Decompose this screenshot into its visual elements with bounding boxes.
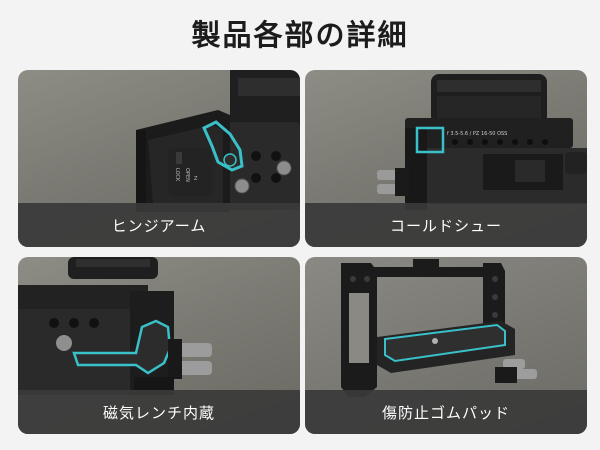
feature-label: コールドシュー: [305, 203, 587, 247]
feature-label: 磁気レンチ内蔵: [18, 390, 300, 434]
hinge-open-text: OPEN: [184, 168, 190, 182]
cold-shoe-photo: f 3.5-5.6 / PZ 16-50 OSS: [377, 74, 587, 210]
lens-text: f 3.5-5.6 / PZ 16-50 OSS: [447, 131, 507, 137]
hinge-z-text: Z: [194, 176, 198, 182]
hinge-lock-text: LOCK: [174, 168, 180, 182]
magnetic-wrench-photo: [18, 257, 212, 395]
feature-label: ヒンジアーム: [18, 203, 300, 247]
hinge-arm-photo: OPEN LOCK Z: [136, 70, 300, 212]
page-title: 製品各部の詳細: [191, 18, 409, 52]
rubber-pad-photo: [341, 259, 537, 397]
feature-card-hinge-arm: OPEN LOCK Z ヒンジアーム: [18, 70, 300, 247]
feature-label: 傷防止ゴムパッド: [305, 390, 587, 434]
feature-card-rubber-pad: 傷防止ゴムパッド: [305, 257, 587, 434]
feature-card-cold-shoe: f 3.5-5.6 / PZ 16-50 OSS コールドシュー: [305, 70, 587, 247]
feature-card-magnetic-wrench: 磁気レンチ内蔵: [18, 257, 300, 434]
